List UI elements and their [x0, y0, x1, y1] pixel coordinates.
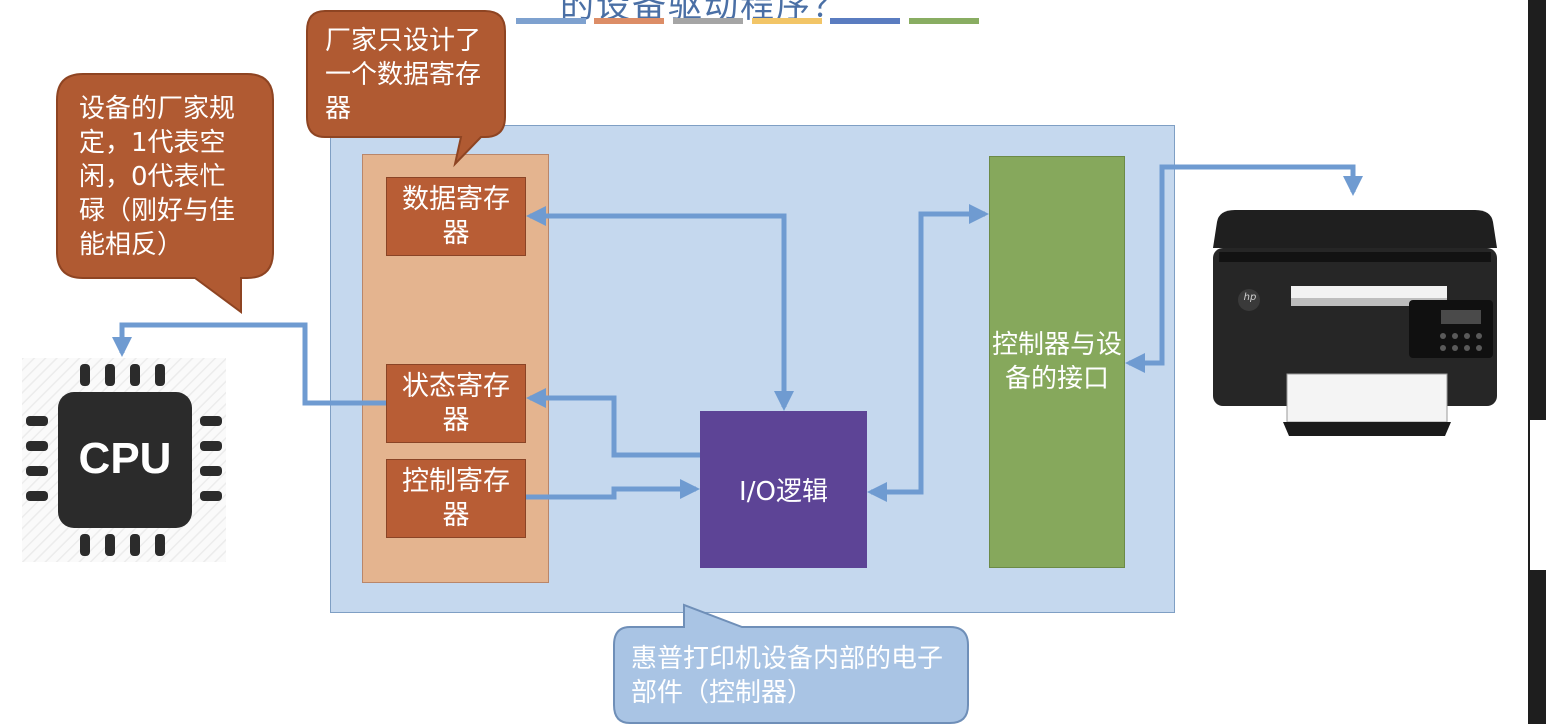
vendor-data-callout: 厂家只设计了一个数据寄存器	[325, 26, 482, 124]
io-logic-block: I/O逻辑	[700, 411, 867, 568]
controller-callout: 惠普打印机设备内部的电子部件（控制器）	[631, 644, 944, 708]
printer-logo: hp	[1243, 292, 1257, 303]
legend-bar-blue	[516, 18, 586, 24]
side-panel-edge	[1530, 420, 1546, 570]
vendor-flag-callout-shape	[56, 73, 274, 314]
arrow-status-cpu	[112, 322, 386, 406]
legend-bar-gray	[673, 18, 743, 24]
legend-bar-orange	[594, 18, 664, 24]
vendor-data-callout-shape	[306, 10, 506, 168]
arrow-io-status	[526, 388, 700, 458]
control-register: 控制寄存器	[386, 459, 526, 538]
arrow-control-io	[526, 479, 700, 500]
arrow-data-io	[526, 206, 794, 411]
window-edge	[1528, 0, 1546, 724]
legend-bar-yellow	[752, 18, 822, 24]
printer-icon	[1213, 210, 1497, 436]
cpu-label: CPU	[78, 434, 172, 483]
status-register: 状态寄存器	[386, 364, 526, 443]
arrow-io-interface	[867, 204, 989, 502]
data-register: 数据寄存器	[386, 177, 526, 256]
arrow-interface-printer	[1125, 164, 1363, 373]
legend-bar-green	[909, 18, 979, 24]
vendor-flag-callout: 设备的厂家规定，1代表空闲，0代表忙碌（刚好与佳能相反）	[79, 94, 236, 260]
cpu-chip-icon	[22, 358, 226, 562]
device-interface-block: 控制器与设备的接口	[989, 156, 1125, 568]
legend-bar-darkblue	[830, 18, 900, 24]
controller-callout-shape	[613, 603, 969, 724]
